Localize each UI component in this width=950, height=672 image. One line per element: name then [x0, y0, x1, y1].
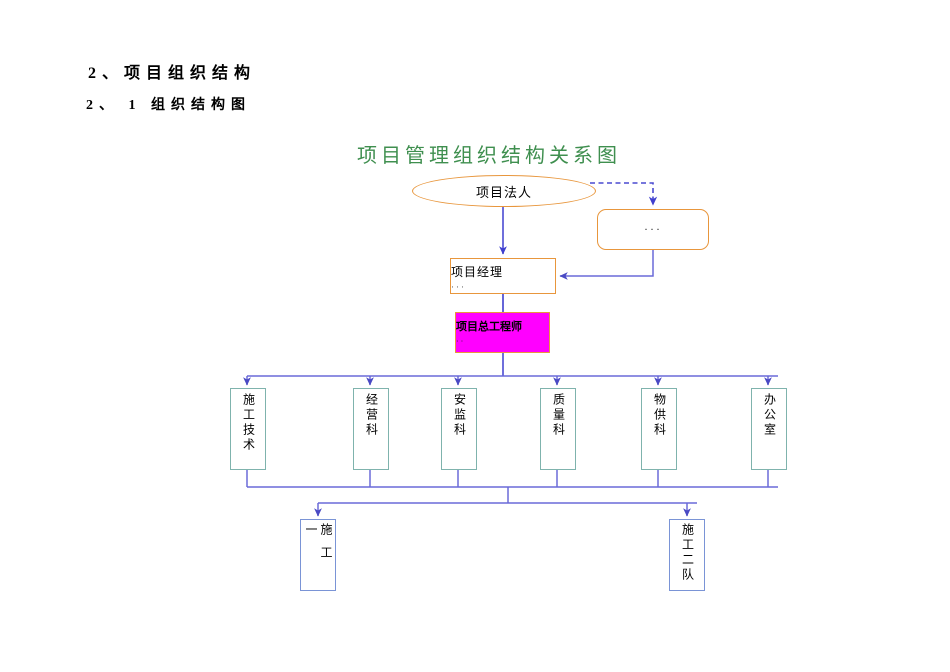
node-crew-two-label: 施工二队 [680, 523, 695, 583]
node-project-manager-label: 项目经理 [451, 265, 504, 279]
section-heading-1: 2、项目组织结构 [88, 65, 257, 82]
node-dept-quality[interactable]: 质量科 [540, 388, 576, 470]
node-crew-one-label: 施工一 [304, 523, 333, 569]
node-dept-construction-tech-label: 施工技术 [241, 393, 256, 453]
diagram-title: 项目管理组织结构关系图 [357, 145, 621, 167]
node-dept-materials[interactable]: 物供科 [641, 388, 677, 470]
node-chief-engineer-dots: ·· [456, 337, 466, 346]
node-dept-construction-tech[interactable]: 施工技术 [230, 388, 266, 470]
edge-other-unit-to-manager [559, 250, 654, 280]
edge-owner-to-other-unit [590, 182, 658, 206]
node-other-unit[interactable]: ··· [597, 209, 709, 250]
edge-departments-to-crew-bus [246, 470, 778, 488]
node-chief-engineer-label: 项目总工程师 [456, 321, 522, 333]
node-other-unit-label: ··· [644, 222, 662, 236]
node-dept-operations-label: 经营科 [364, 393, 379, 438]
node-project-owner[interactable]: 项目法人 [412, 175, 596, 207]
node-dept-quality-label: 质量科 [551, 393, 566, 438]
node-dept-safety-label: 安监科 [452, 393, 467, 438]
node-chief-engineer[interactable]: 项目总工程师 ·· [455, 312, 550, 353]
node-dept-safety[interactable]: 安监科 [441, 388, 477, 470]
node-project-owner-label: 项目法人 [475, 184, 532, 200]
edge-chief-to-department-bus [243, 353, 778, 386]
node-project-manager[interactable]: 项目经理 ··· [450, 258, 556, 294]
node-project-manager-dots: ··· [451, 282, 466, 292]
node-dept-office-label: 办公室 [762, 393, 777, 438]
node-dept-materials-label: 物供科 [652, 393, 667, 438]
node-dept-operations[interactable]: 经营科 [353, 388, 389, 470]
node-crew-two[interactable]: 施工二队 [669, 519, 705, 591]
node-dept-office[interactable]: 办公室 [751, 388, 787, 470]
node-crew-one[interactable]: 施工一 [300, 519, 336, 591]
section-heading-2: 2、 1 组织结构图 [86, 98, 251, 113]
edge-bus-to-crews [314, 487, 697, 517]
